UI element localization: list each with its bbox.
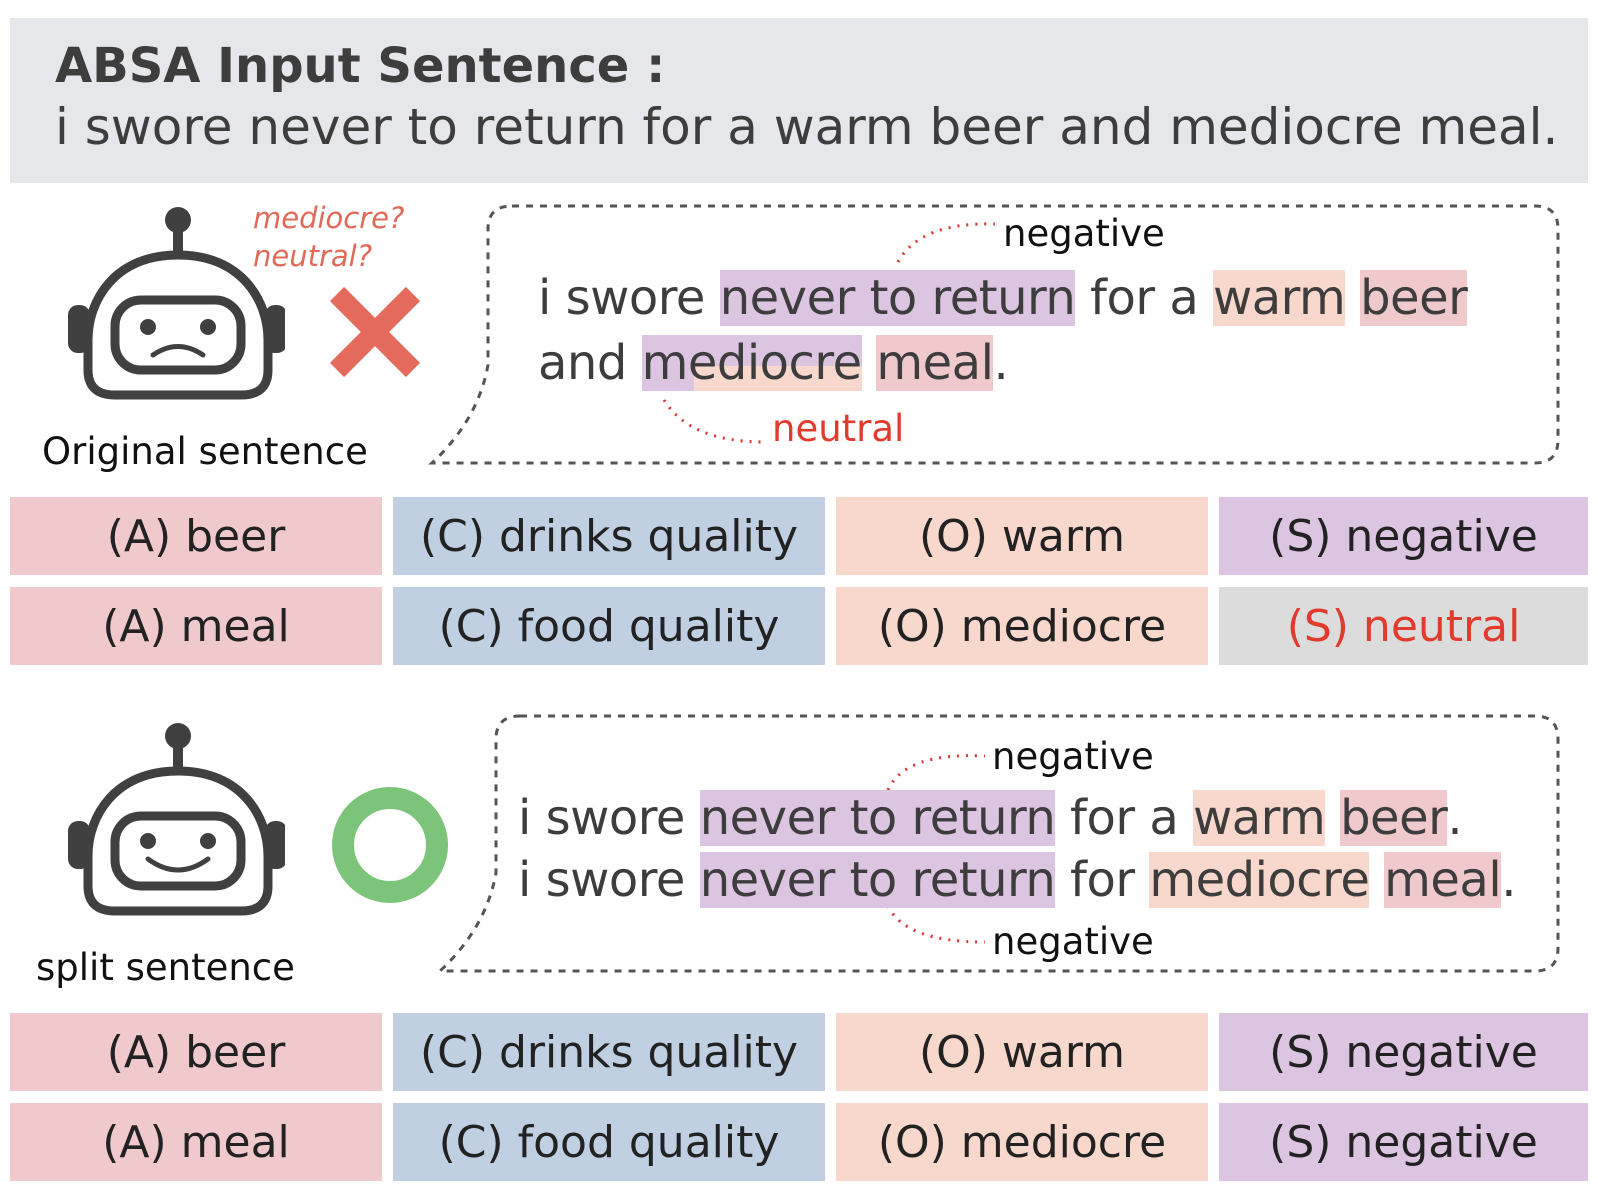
connector-split-bottom: [886, 905, 986, 944]
aspect-span-meal: meal: [1384, 852, 1502, 908]
original-tuple-row-2: (A) meal (C) food quality (O) mediocre (…: [10, 587, 1588, 665]
original-tuple-row-1: (A) beer (C) drinks quality (O) warm (S)…: [10, 497, 1588, 575]
sentiment-span-never-to-return: never to return: [699, 790, 1056, 846]
original-label-negative: negative: [1003, 212, 1165, 255]
period: .: [993, 335, 1009, 391]
plain-text: i swore: [518, 790, 700, 846]
plain-text: for a: [1075, 270, 1213, 326]
category-cell: (C) food quality: [393, 1103, 825, 1181]
aspect-cell: (A) beer: [10, 497, 382, 575]
aspect-cell: (A) beer: [10, 1013, 382, 1091]
red-x-icon: [329, 286, 421, 378]
original-line-2: and mediocre meal.: [538, 335, 1009, 391]
robot-thought-2: neutral?: [253, 239, 373, 273]
split-label-negative-bottom: negative: [992, 920, 1154, 963]
header-title: ABSA Input Sentence :: [55, 38, 666, 94]
category-cell: (C) drinks quality: [393, 1013, 825, 1091]
plain-text: i swore: [518, 852, 700, 908]
category-cell: (C) drinks quality: [393, 497, 825, 575]
happy-robot-icon: [68, 723, 285, 916]
original-line-1: i swore never to return for a warm beer: [538, 270, 1468, 326]
split-label-negative-top: negative: [992, 735, 1154, 778]
mediocre-text: mediocre: [641, 335, 862, 391]
green-circle-icon: [332, 787, 448, 903]
sentiment-span-never-to-return: never to return: [719, 270, 1076, 326]
sad-robot-icon: [68, 207, 285, 400]
period: .: [1447, 790, 1463, 846]
connector-original-neutral: [662, 399, 766, 444]
sentiment-span-never-to-return: never to return: [699, 852, 1056, 908]
sentiment-cell-error: (S) neutral: [1219, 587, 1588, 665]
split-tuple-row-2: (A) meal (C) food quality (O) mediocre (…: [10, 1103, 1588, 1181]
original-label-neutral: neutral: [772, 407, 905, 450]
robot-thought-1: mediocre?: [253, 201, 405, 235]
header-panel: ABSA Input Sentence : i swore never to r…: [10, 18, 1588, 183]
split-line-1: i swore never to return for a warm beer.: [518, 790, 1463, 846]
plain-text: for a: [1055, 790, 1193, 846]
sentiment-cell: (S) negative: [1219, 1103, 1588, 1181]
opinion-cell: (O) mediocre: [836, 1103, 1208, 1181]
connector-split-top: [886, 754, 986, 791]
input-sentence: i swore never to return for a warm beer …: [55, 98, 1559, 156]
aspect-cell: (A) meal: [10, 587, 382, 665]
original-sentence-label: Original sentence: [42, 430, 368, 473]
opinion-span-mediocre: mediocre: [1149, 852, 1370, 908]
opinion-span-warm: warm: [1192, 790, 1326, 846]
sentiment-cell: (S) negative: [1219, 497, 1588, 575]
aspect-span-meal: meal: [876, 335, 994, 391]
sentiment-cell: (S) negative: [1219, 1013, 1588, 1091]
plain-text: i swore: [538, 270, 720, 326]
plain-text: for: [1055, 852, 1150, 908]
opinion-cell: (O) mediocre: [836, 587, 1208, 665]
aspect-span-beer: beer: [1360, 270, 1468, 326]
aspect-cell: (A) meal: [10, 1103, 382, 1181]
plain-text: and: [538, 335, 642, 391]
split-sentence-label: split sentence: [36, 946, 295, 989]
category-cell: (C) food quality: [393, 587, 825, 665]
opinion-cell: (O) warm: [836, 497, 1208, 575]
aspect-span-beer: beer: [1340, 790, 1448, 846]
opinion-cell: (O) warm: [836, 1013, 1208, 1091]
split-line-2: i swore never to return for mediocre mea…: [518, 852, 1516, 908]
split-tuple-row-1: (A) beer (C) drinks quality (O) warm (S)…: [10, 1013, 1588, 1091]
period: .: [1501, 852, 1516, 908]
opinion-span-warm: warm: [1212, 270, 1346, 326]
connector-original-negative: [896, 222, 996, 263]
opinion-span-mediocre: mediocre: [641, 335, 862, 391]
